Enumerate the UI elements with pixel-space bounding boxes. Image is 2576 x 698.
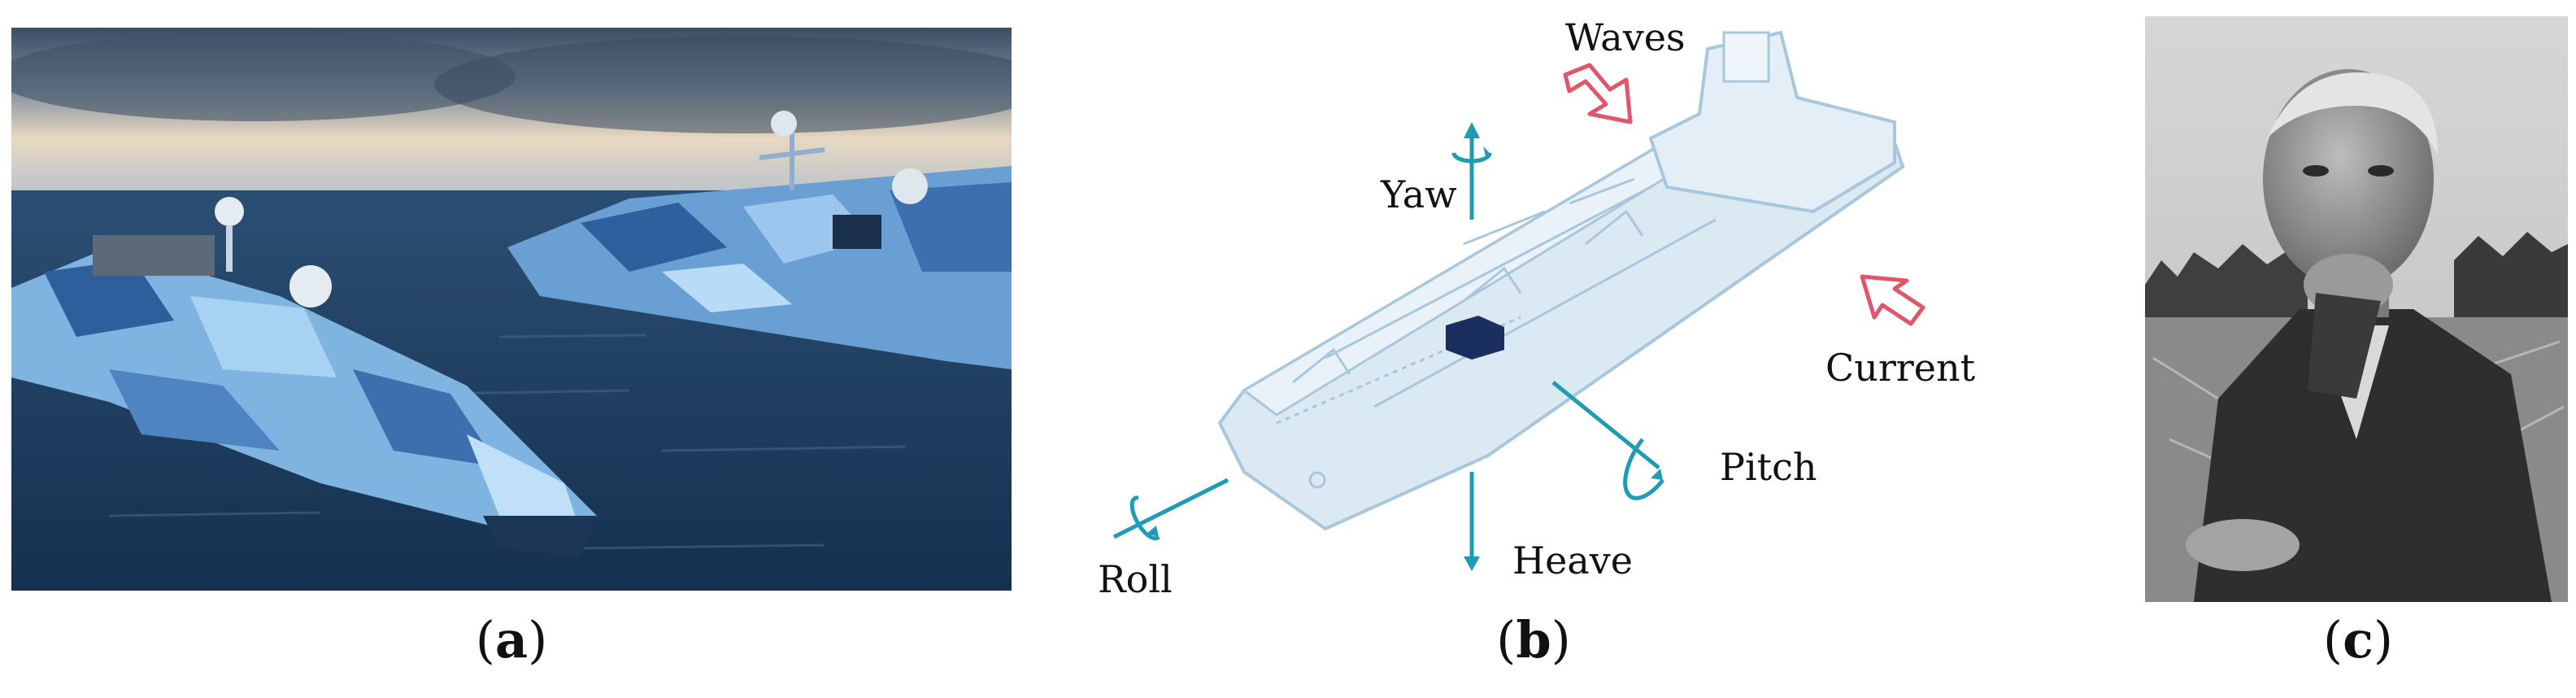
rear-vessel [507, 111, 1012, 369]
panel-c-portrait-photo [2145, 16, 2568, 602]
caption-c: (c) [2322, 610, 2394, 670]
label-heave: Heave [1512, 539, 1633, 582]
waves-arrow-icon [1563, 63, 1633, 124]
label-pitch: Pitch [1720, 445, 1817, 489]
usv-render-image [11, 28, 1012, 591]
heave-axis-icon [1464, 472, 1480, 571]
label-roll: Roll [1098, 557, 1173, 601]
label-current: Current [1825, 346, 1976, 390]
panel-a-usv-photo [11, 28, 1012, 591]
portrait-image [2145, 16, 2568, 602]
ship-hull [1217, 30, 1905, 531]
label-yaw: Yaw [1380, 172, 1457, 216]
motion-sensor-icon [1446, 316, 1504, 360]
yaw-axis-icon [1451, 122, 1492, 220]
panel-b-ship-motion-diagram: Waves Yaw Current Pitch Roll Heave [1081, 0, 2017, 602]
roll-axis-icon [1112, 478, 1229, 541]
label-waves: Waves [1565, 15, 1686, 59]
caption-a: (a) [475, 610, 548, 670]
pitch-axis-icon [1551, 381, 1664, 500]
ship-motion-svg: Waves Yaw Current Pitch Roll Heave [1098, 15, 1976, 601]
caption-b: (b) [1496, 610, 1571, 670]
current-arrow-icon [1860, 274, 1925, 326]
front-vessel [11, 197, 597, 556]
